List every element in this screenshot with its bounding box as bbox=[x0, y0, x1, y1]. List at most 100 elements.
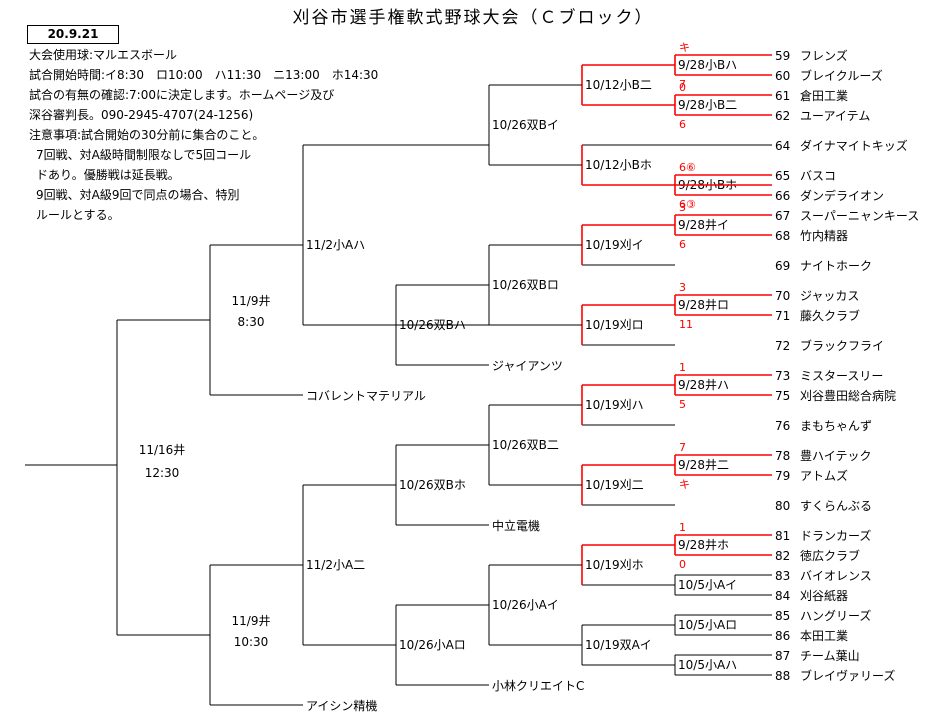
score-bottom: 6 bbox=[679, 118, 686, 131]
note-line: 7回戦、対A級時間制限なしで5回コール bbox=[36, 148, 252, 162]
team-name: ダンデライオン bbox=[800, 188, 884, 203]
team-number: 69 bbox=[775, 259, 790, 273]
team-name: ブレイヴァリーズ bbox=[800, 668, 895, 683]
seeded-team-name: 小林クリエイトC bbox=[492, 679, 584, 693]
score-bottom: 7 bbox=[679, 78, 686, 91]
date-box: 20.9.21 bbox=[27, 25, 119, 44]
match-label: 11/16井 bbox=[139, 443, 186, 457]
team-name: ブレイクルーズ bbox=[800, 68, 883, 83]
score-top: 1 bbox=[679, 361, 686, 374]
team-number: 59 bbox=[775, 49, 790, 63]
note-line: 大会使用球:マルエスボール bbox=[29, 48, 178, 62]
score-bottom: 11 bbox=[679, 318, 693, 331]
match-label: 10/12小Bホ bbox=[585, 158, 652, 172]
match-time: 12:30 bbox=[145, 466, 180, 480]
team-name: まもちゃんず bbox=[800, 419, 872, 433]
team-name: ジャッカス bbox=[800, 289, 859, 303]
team-name: ミスタースリー bbox=[800, 369, 883, 383]
team-number: 72 bbox=[775, 339, 790, 353]
team-name: フレンズ bbox=[800, 48, 848, 63]
team-name: ハングリーズ bbox=[800, 608, 871, 623]
team-name: 竹内精器 bbox=[800, 229, 848, 243]
team-number: 62 bbox=[775, 109, 790, 123]
note-line: 試合の有無の確認:7:00に決定します。ホームページ及び bbox=[29, 88, 335, 102]
team-number: 81 bbox=[775, 529, 790, 543]
match-label: 10/26双B二 bbox=[492, 438, 559, 452]
note-line: 深谷審判長。090-2945-4707(24-1256) bbox=[29, 108, 254, 122]
match-label: 10/26双Bイ bbox=[492, 118, 559, 132]
match-label: 10/5小Aイ bbox=[678, 578, 737, 592]
team-name: ユーアイテム bbox=[800, 109, 870, 123]
score-bottom: 5 bbox=[679, 398, 686, 411]
score-bottom: 0 bbox=[679, 558, 686, 571]
team-name: ナイトホーク bbox=[800, 259, 872, 273]
team-number: 75 bbox=[775, 389, 790, 403]
page-title: 刈谷市選手権軟式野球大会（Ｃブロック） bbox=[292, 8, 654, 28]
team-name: 藤久クラブ bbox=[800, 308, 860, 323]
team-number: 68 bbox=[775, 229, 790, 243]
match-label: 10/19双Aイ bbox=[585, 638, 652, 652]
team-name: アトムズ bbox=[800, 468, 848, 483]
match-label: 9/28井ハ bbox=[678, 378, 729, 392]
match-label: 9/28井ホ bbox=[678, 538, 729, 552]
score-top: 7 bbox=[679, 441, 686, 454]
match-label: 9/28井ロ bbox=[678, 298, 729, 312]
match-time: 10:30 bbox=[234, 635, 269, 649]
score-bottom: 6 bbox=[679, 238, 686, 251]
seeded-team-name: ジャイアンツ bbox=[492, 359, 563, 373]
team-number: 67 bbox=[775, 209, 790, 223]
match-label: 9/28井二 bbox=[678, 458, 729, 472]
team-number: 78 bbox=[775, 449, 790, 463]
score-top: 3 bbox=[679, 201, 686, 214]
match-label: 10/5小Aハ bbox=[678, 658, 737, 672]
team-number: 86 bbox=[775, 629, 790, 643]
match-label: 10/19刈イ bbox=[585, 238, 644, 252]
match-label: 9/28小Bハ bbox=[678, 58, 737, 72]
note-line: ルールとする。 bbox=[36, 208, 120, 222]
team-name: チーム葉山 bbox=[800, 649, 860, 663]
match-label: 11/9井 bbox=[232, 614, 271, 628]
team-name: ドランカーズ bbox=[800, 528, 871, 543]
notes-block: 大会使用球:マルエスボール 試合開始時間:イ8:30 ロ10:00 ハ11:30… bbox=[29, 45, 378, 225]
team-number: 61 bbox=[775, 89, 790, 103]
team-name: ブラックフライ bbox=[800, 338, 884, 353]
match-label: 9/28井イ bbox=[678, 218, 729, 232]
match-label: 10/19刈二 bbox=[585, 478, 644, 492]
team-number: 88 bbox=[775, 669, 790, 683]
team-name: 刈谷紙器 bbox=[800, 588, 848, 603]
team-number: 82 bbox=[775, 549, 790, 563]
team-number: 70 bbox=[775, 289, 790, 303]
team-number: 66 bbox=[775, 189, 790, 203]
match-label: 10/26小Aロ bbox=[399, 638, 466, 652]
team-name: バスコ bbox=[800, 169, 836, 183]
team-name: 豊ハイテック bbox=[800, 449, 872, 463]
match-label: 10/19刈ロ bbox=[585, 318, 644, 332]
team-name: バイオレンス bbox=[800, 569, 872, 583]
team-number: 76 bbox=[775, 419, 790, 433]
note-line: 9回戦、対A級9回で同点の場合、特別 bbox=[36, 188, 240, 202]
match-time: 8:30 bbox=[238, 315, 265, 329]
match-label: 10/5小Aロ bbox=[678, 618, 737, 632]
team-number: 65 bbox=[775, 169, 790, 183]
seeded-team-name: コバレントマテリアル bbox=[306, 389, 426, 403]
match-label: 10/26小Aイ bbox=[492, 598, 559, 612]
score-bottom: キ bbox=[679, 478, 690, 491]
team-number: 85 bbox=[775, 609, 790, 623]
team-number: 84 bbox=[775, 589, 790, 603]
team-name: 刈谷豊田総合病院 bbox=[800, 388, 896, 403]
seeded-team-name: 中立電機 bbox=[492, 518, 540, 533]
match-label: 10/26双Bホ bbox=[399, 478, 466, 492]
team-name: ダイナマイトキッズ bbox=[800, 138, 908, 153]
match-label: 10/12小B二 bbox=[585, 78, 652, 92]
match-label: 10/26双Bロ bbox=[492, 278, 559, 292]
team-name: 徳広クラブ bbox=[800, 548, 860, 563]
match-label: 10/19刈ホ bbox=[585, 558, 644, 572]
note-line: 注意事項:試合開始の30分前に集合のこと。 bbox=[29, 128, 265, 142]
match-label: 9/28小B二 bbox=[678, 98, 737, 112]
score-top: 1 bbox=[679, 521, 686, 534]
team-number: 60 bbox=[775, 69, 790, 83]
score-top: キ bbox=[679, 41, 690, 54]
team-number: 79 bbox=[775, 469, 790, 483]
